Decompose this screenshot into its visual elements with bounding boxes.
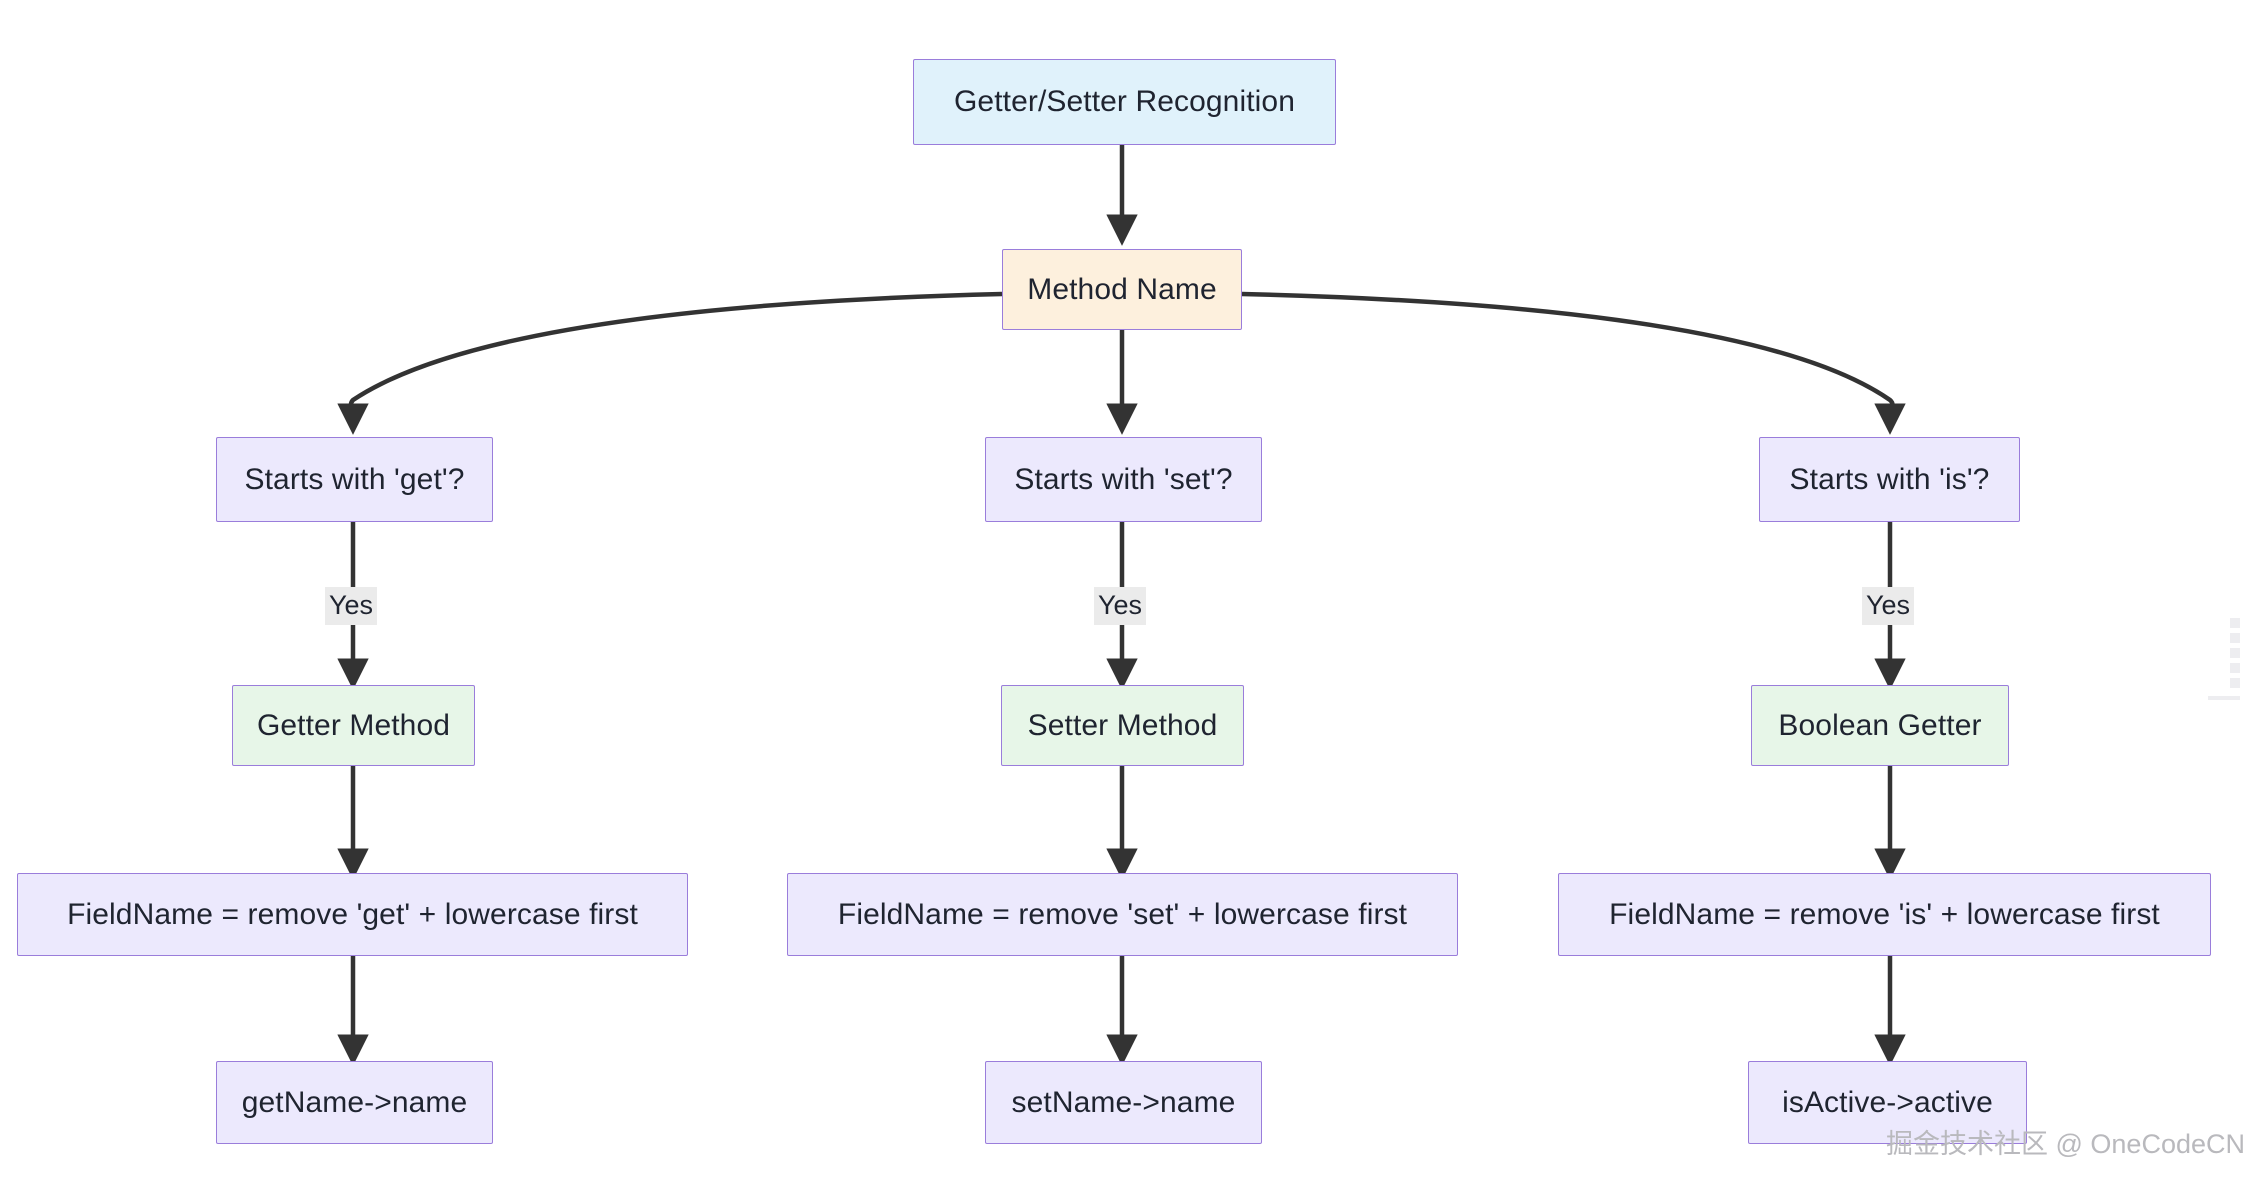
edge-label-get-yes: Yes bbox=[325, 587, 378, 625]
node-starts-with-is[interactable]: Starts with 'is'? bbox=[1759, 437, 2020, 522]
node-get-field-rule[interactable]: FieldName = remove 'get' + lowercase fir… bbox=[17, 873, 688, 956]
edge-label-set-yes: Yes bbox=[1094, 587, 1147, 625]
edge-label-is-yes: Yes bbox=[1862, 587, 1915, 625]
node-starts-with-get[interactable]: Starts with 'get'? bbox=[216, 437, 493, 522]
node-root[interactable]: Getter/Setter Recognition bbox=[913, 59, 1336, 145]
node-is-example[interactable]: isActive->active bbox=[1748, 1061, 2027, 1144]
minimap-scrollbar[interactable] bbox=[2208, 618, 2240, 700]
watermark-text: 掘金技术社区 @ OneCodeCN bbox=[1886, 1129, 2245, 1159]
edge-method-to-get-question bbox=[337, 291, 1003, 435]
node-is-field-rule[interactable]: FieldName = remove 'is' + lowercase firs… bbox=[1558, 873, 2211, 956]
node-boolean-getter[interactable]: Boolean Getter bbox=[1751, 685, 2009, 766]
node-starts-with-set[interactable]: Starts with 'set'? bbox=[985, 437, 1262, 522]
edge-method-to-is-question bbox=[1241, 291, 1906, 435]
node-getter-method[interactable]: Getter Method bbox=[232, 685, 475, 766]
node-method-name[interactable]: Method Name bbox=[1002, 249, 1242, 330]
node-setter-method[interactable]: Setter Method bbox=[1001, 685, 1244, 766]
node-get-example[interactable]: getName->name bbox=[216, 1061, 493, 1144]
node-set-field-rule[interactable]: FieldName = remove 'set' + lowercase fir… bbox=[787, 873, 1458, 956]
node-set-example[interactable]: setName->name bbox=[985, 1061, 1262, 1144]
